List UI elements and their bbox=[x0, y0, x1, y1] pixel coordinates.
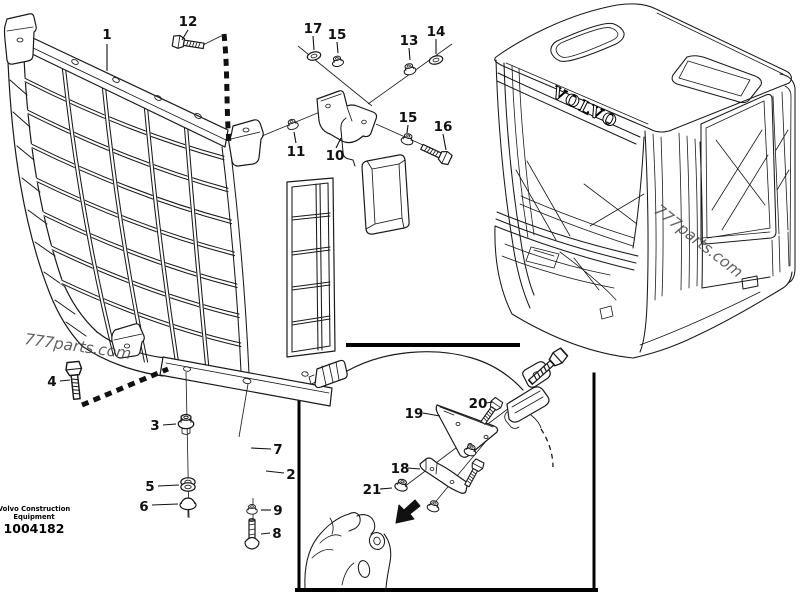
cab-door bbox=[678, 93, 790, 291]
fastener-washer-17 bbox=[305, 49, 323, 63]
footer-block: Volvo Construction Equipment 1004182 bbox=[0, 505, 70, 536]
callout-6: 6 bbox=[139, 499, 148, 515]
guard-right-panel bbox=[286, 177, 336, 358]
fastener-nut-9 bbox=[246, 504, 258, 515]
callout-labels: 1 12 17 15 13 14 11 10 15 16 4 3 7 2 5 6… bbox=[47, 14, 487, 542]
callout-leader-lines bbox=[59, 29, 494, 535]
fastener-washer-14 bbox=[427, 53, 445, 67]
callout-18: 18 bbox=[391, 461, 410, 477]
bracket-19 bbox=[435, 404, 499, 458]
fastener-nut-3 bbox=[177, 413, 195, 435]
footer-part-number: 1004182 bbox=[4, 521, 65, 536]
fastener-bolt-12 bbox=[171, 33, 206, 53]
callout-20: 20 bbox=[469, 396, 488, 412]
cab-roof-hatch-1 bbox=[550, 22, 625, 62]
inset-detail-box bbox=[304, 346, 570, 591]
fastener-nut-bottom bbox=[425, 498, 442, 514]
dashed-install-lines bbox=[81, 33, 232, 408]
fastener-bolt-16 bbox=[418, 140, 454, 167]
callout-12: 12 bbox=[179, 14, 198, 30]
fastener-nut-15a bbox=[330, 54, 345, 69]
machine-body-sketch bbox=[304, 512, 392, 591]
callout-16: 16 bbox=[434, 119, 453, 135]
callout-15b: 15 bbox=[399, 110, 418, 126]
cab-roof-hatch-2 bbox=[671, 55, 762, 104]
callout-14: 14 bbox=[427, 24, 446, 40]
callout-10: 10 bbox=[326, 148, 345, 164]
callout-17: 17 bbox=[304, 21, 323, 37]
window-guard bbox=[3, 13, 336, 407]
direction-arrow bbox=[395, 499, 421, 524]
callout-4: 4 bbox=[47, 374, 56, 390]
bracket-18 bbox=[419, 457, 468, 494]
antenna-cable bbox=[308, 351, 554, 468]
callout-9: 9 bbox=[273, 503, 282, 519]
fastener-nut-13 bbox=[401, 61, 418, 77]
footer-company-line2: Equipment bbox=[13, 513, 55, 521]
callout-5: 5 bbox=[145, 479, 154, 495]
fastener-washer-5 bbox=[180, 477, 196, 492]
cab-corner-pillar bbox=[599, 130, 664, 353]
cab-windscreen bbox=[494, 59, 645, 359]
callout-11: 11 bbox=[287, 144, 306, 160]
guard-right-edge bbox=[221, 143, 250, 376]
footer-company-line1: Volvo Construction bbox=[0, 505, 70, 513]
guard-top-bar bbox=[3, 13, 264, 167]
mounting-bracket-10 bbox=[316, 90, 378, 144]
inset-detail-box-border bbox=[295, 343, 598, 592]
fastener-nut-15b bbox=[399, 131, 416, 147]
fastener-capnut-6 bbox=[179, 497, 197, 518]
fastener-bolt-8 bbox=[244, 518, 260, 550]
fastener-bolt-near-18 bbox=[461, 457, 486, 489]
callout-13: 13 bbox=[400, 33, 419, 49]
callout-1: 1 bbox=[102, 27, 111, 43]
cab-roof bbox=[494, 3, 792, 133]
cab-rear-band bbox=[772, 73, 796, 284]
fastener-nut-11 bbox=[285, 117, 300, 132]
cab-volvo-logo: VOLVO bbox=[548, 82, 621, 132]
callout-21: 21 bbox=[363, 482, 382, 498]
guard-bottom-flange bbox=[81, 323, 333, 407]
cab-illustration: VOLVO bbox=[494, 3, 796, 359]
callout-3: 3 bbox=[150, 418, 159, 434]
callout-7: 7 bbox=[273, 442, 282, 458]
callout-8: 8 bbox=[272, 526, 281, 542]
callout-15a: 15 bbox=[328, 27, 347, 43]
callout-19: 19 bbox=[405, 406, 424, 422]
mirror-assembly bbox=[340, 117, 410, 235]
callout-2: 2 bbox=[286, 467, 295, 483]
cab-skirt bbox=[632, 271, 793, 359]
